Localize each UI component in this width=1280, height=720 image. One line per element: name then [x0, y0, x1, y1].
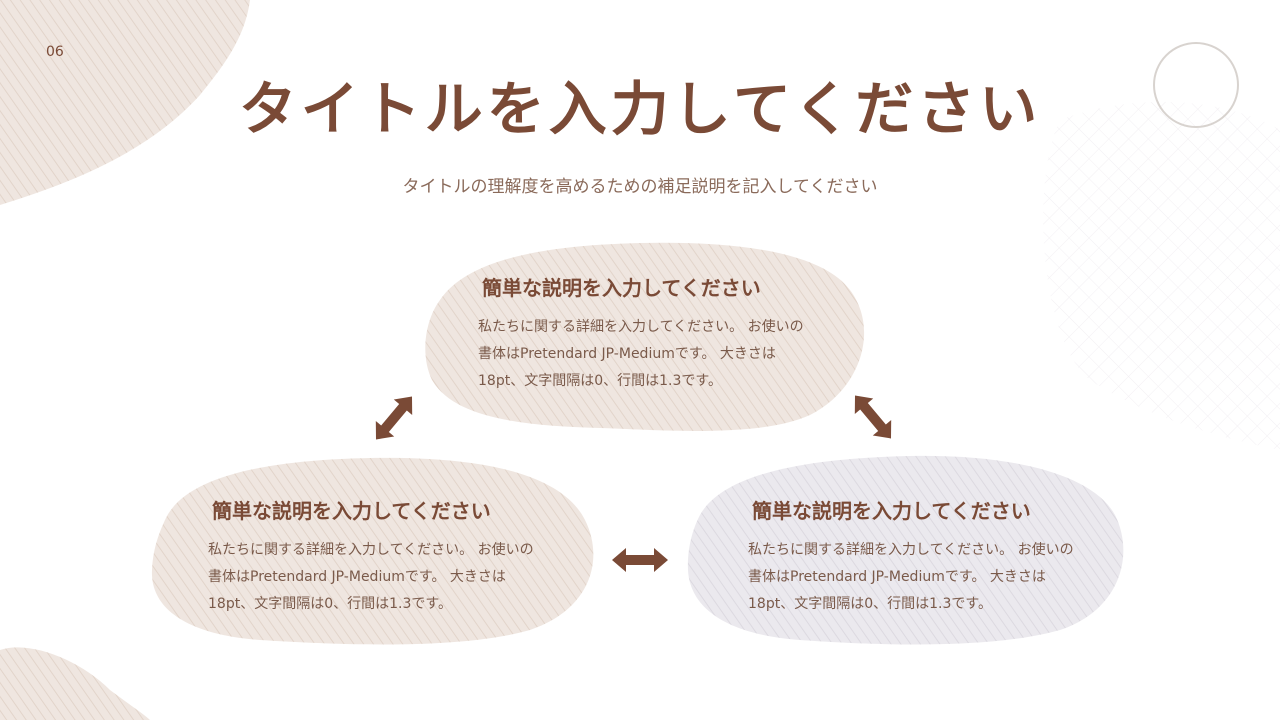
- blob-left: [151, 457, 594, 645]
- page-title: タイトルを入力してください: [238, 75, 1042, 143]
- grid-texture-right: [1043, 101, 1280, 451]
- card-left-body: 私たちに関する詳細を入力してください。 お使いの書体はPretendard JP…: [208, 542, 534, 612]
- double-arrow-icon: [375, 396, 413, 440]
- outline-circle: [1153, 42, 1239, 128]
- card-right-heading: 簡単な説明を入力してください: [752, 499, 1031, 523]
- card-right-body: 私たちに関する詳細を入力してください。 お使いの書体はPretendard JP…: [748, 542, 1074, 612]
- card-left-heading: 簡単な説明を入力してください: [212, 499, 491, 523]
- card-top-body: 私たちに関する詳細を入力してください。 お使いの書体はPretendard JP…: [478, 319, 804, 389]
- blob-top: [425, 242, 865, 431]
- blob-right: [687, 455, 1124, 645]
- corner-blob-top-left: [0, 0, 250, 205]
- double-arrow-icon: [612, 548, 668, 572]
- page-number: 06: [46, 44, 64, 60]
- corner-blob-bottom-left: [0, 647, 150, 720]
- double-arrow-icon: [854, 395, 892, 439]
- page-subtitle: タイトルの理解度を高めるための補足説明を記入してください: [402, 177, 878, 197]
- card-top-heading: 簡単な説明を入力してください: [482, 276, 761, 300]
